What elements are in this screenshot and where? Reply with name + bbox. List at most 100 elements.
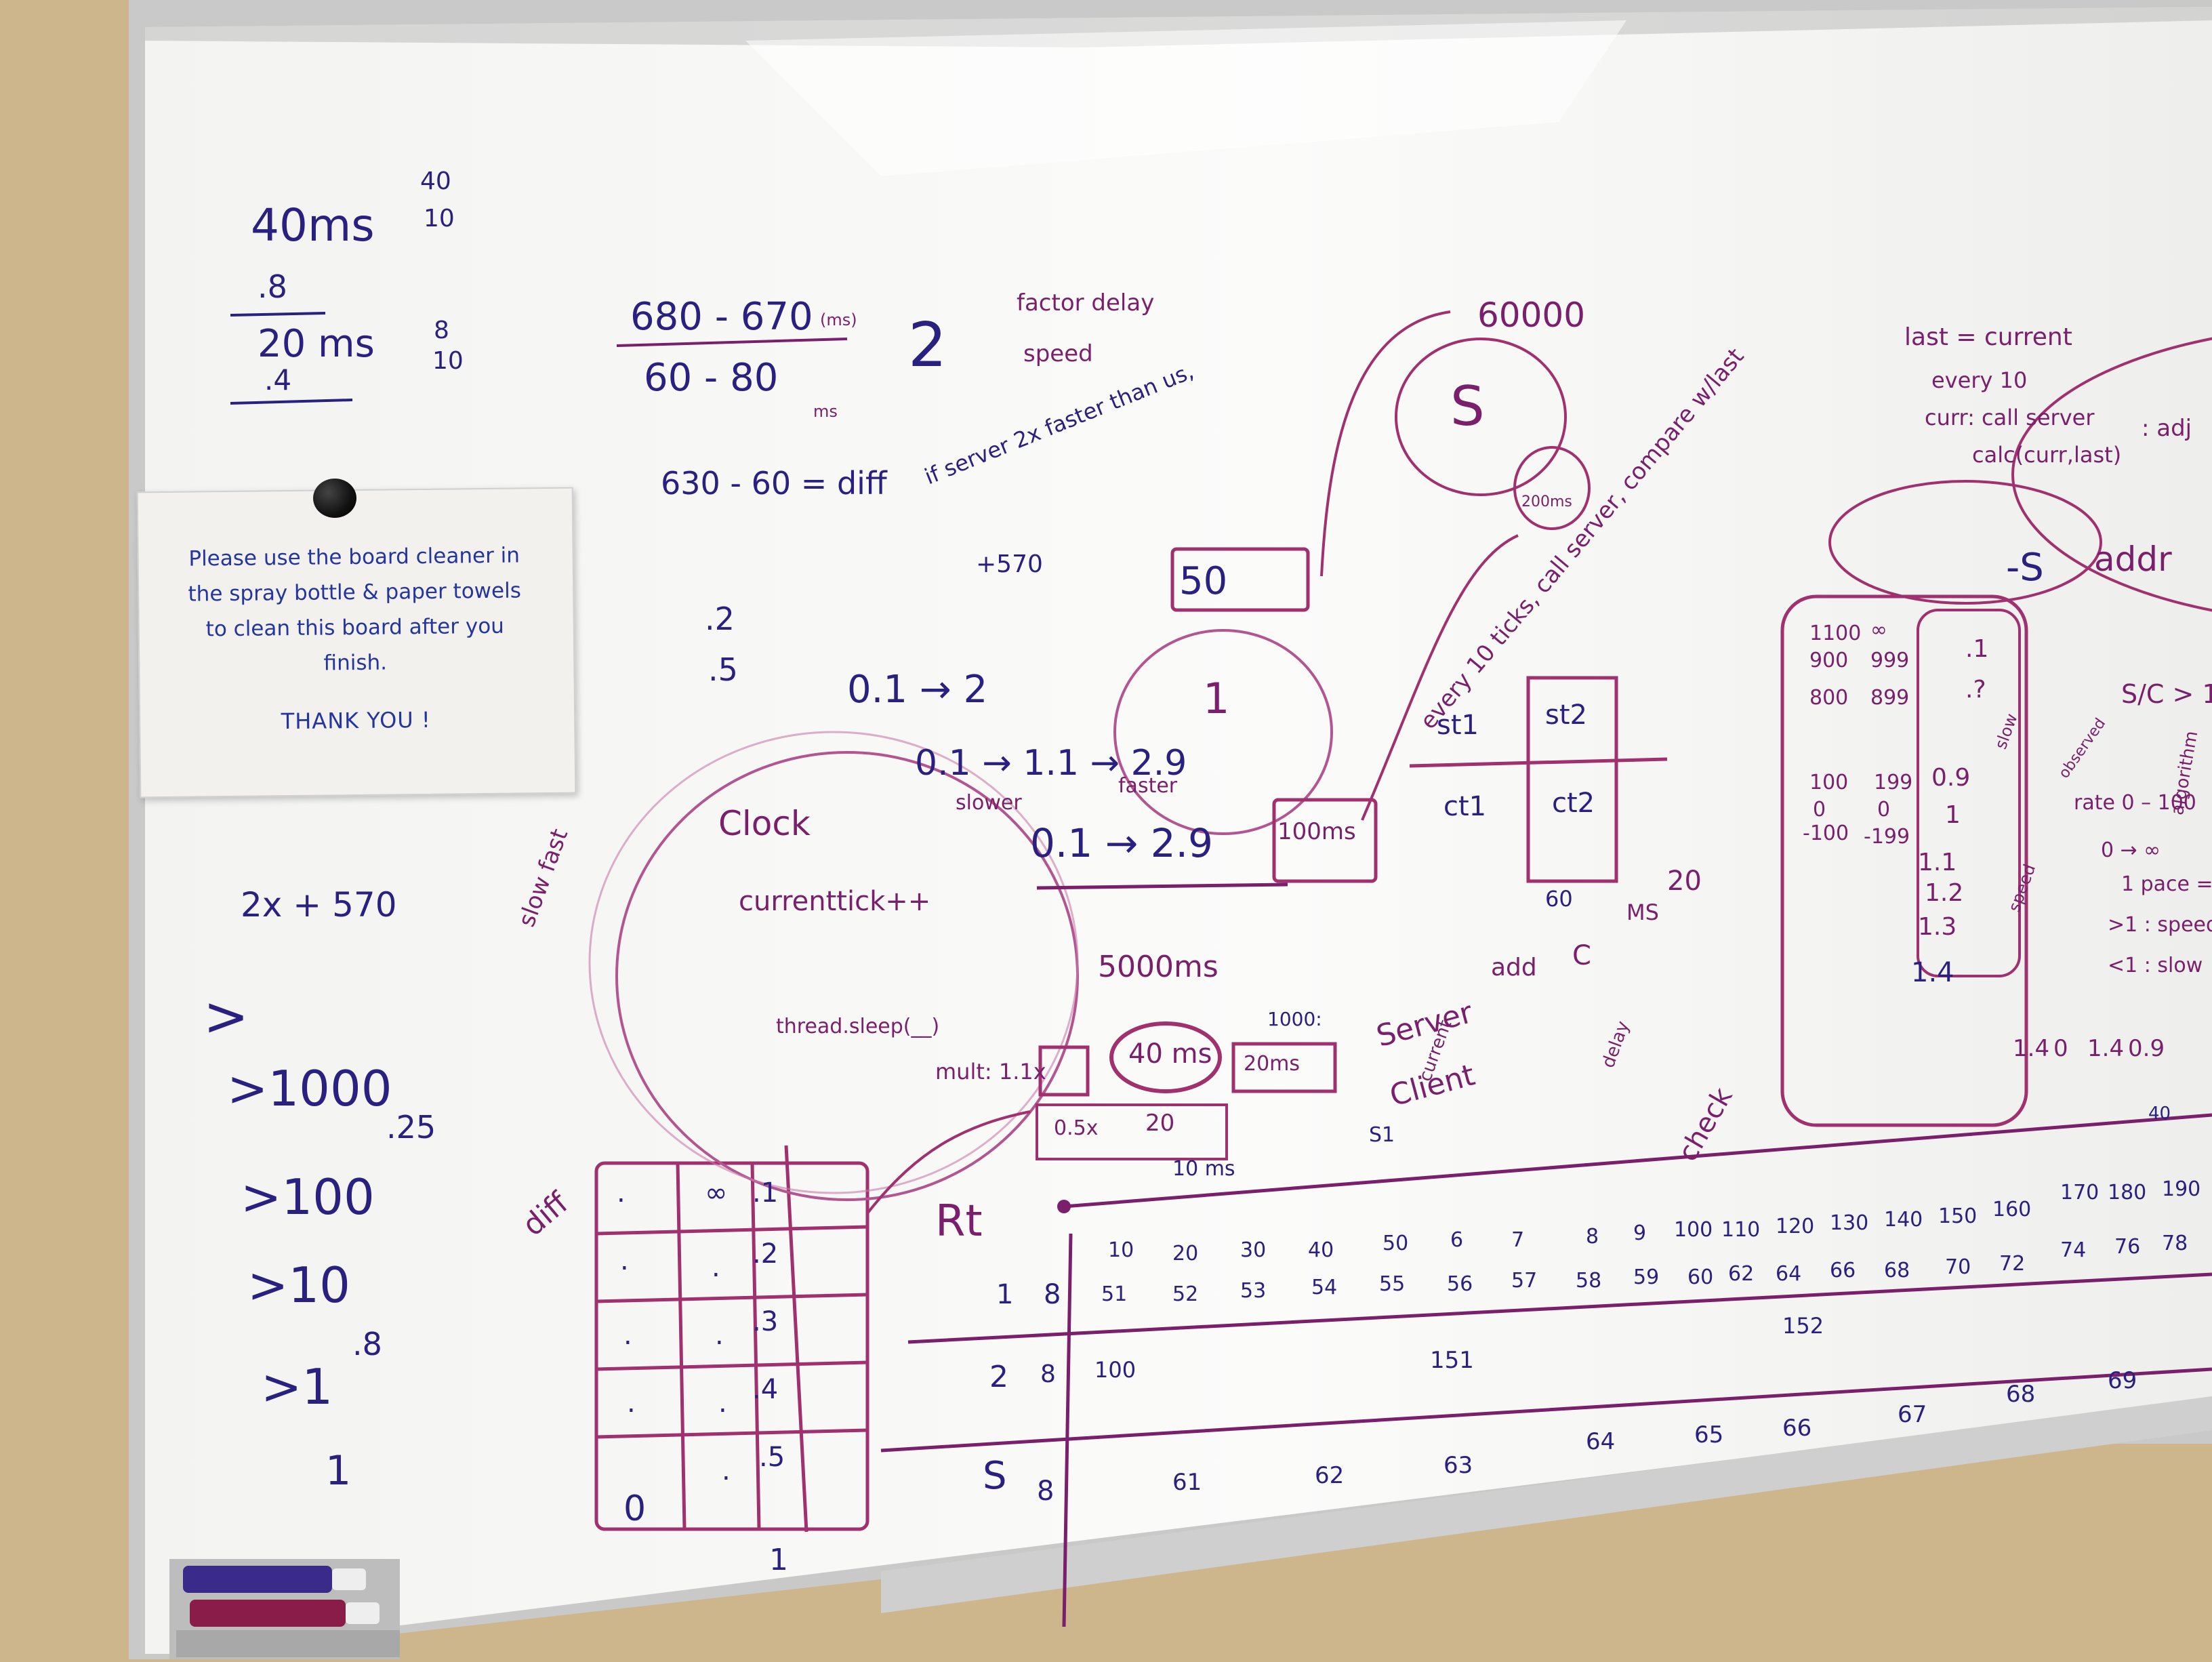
hw-dot2: .2: [705, 601, 735, 637]
hw-currenttick: currenttick++: [739, 886, 931, 917]
hw-frac: 10: [432, 347, 464, 375]
notice-line: finish.: [323, 650, 388, 676]
hw-grid: .1: [752, 1177, 779, 1209]
hw-tl-top: 150: [1938, 1204, 1978, 1228]
hw-rate-05: 0.5x: [1054, 1116, 1099, 1140]
hw-gt: >: [203, 985, 249, 1048]
hw-ms: MS: [1626, 899, 1659, 925]
cleaning-notice: Please use the board cleaner in the spra…: [136, 487, 577, 798]
hw-dot4: .4: [264, 363, 292, 397]
hw-tbl-mid: -199: [1864, 825, 1910, 849]
hw-row1: 74: [2060, 1238, 2087, 1262]
magnet-icon: [313, 479, 356, 518]
hw-row3: 66: [1782, 1415, 1812, 1442]
hw-row1: 60: [1687, 1265, 1714, 1289]
hw-algo: last = current: [1904, 323, 2072, 351]
hw-box20: 20ms: [1244, 1052, 1300, 1076]
hw-grid: ∞: [705, 1177, 728, 1209]
hw-tbl-left: -100: [1803, 822, 1849, 845]
top-rail: [145, 7, 2212, 47]
hw-grid: .3: [752, 1306, 779, 1337]
tick-circle: [1113, 629, 1333, 835]
hw-mult: mult: 1.1x: [935, 1059, 1046, 1085]
hw-grid: .: [718, 1387, 727, 1419]
hw-grid-bottom: 1: [769, 1543, 788, 1577]
hw-box50: 50: [1179, 559, 1228, 603]
hw-tl-top: 10: [1108, 1238, 1134, 1262]
purple-marker-icon: [183, 1566, 332, 1593]
hw-equation: 2x + 570: [241, 885, 397, 925]
hw-algo: calc(curr,last): [1972, 442, 2122, 468]
hw-tbl-right: .?: [1965, 676, 1986, 704]
hw-tbl-right: 1.3: [1918, 913, 1957, 941]
hw-s1: S1: [1369, 1123, 1395, 1147]
hw-box200: 200ms: [1521, 493, 1572, 510]
hw-tbl-mid: 0: [1877, 798, 1891, 822]
hw-seq: 1.4: [2087, 1035, 2125, 1062]
hw-row2: 100: [1094, 1357, 1136, 1383]
hw-40ms: 40ms: [251, 199, 375, 251]
hw-row3-start: 8: [1037, 1476, 1054, 1507]
hw-row3: 67: [1898, 1401, 1927, 1428]
hw-row3: 65: [1694, 1421, 1724, 1448]
hw-row1: 62: [1728, 1262, 1755, 1286]
hw-row1: 68: [1884, 1259, 1910, 1282]
hw-box100: 100ms: [1277, 818, 1356, 845]
hw-s-over-c: S/C > 1: [2121, 679, 2212, 709]
hw-frac: 40: [420, 167, 451, 195]
hw-tl-top: 8: [1586, 1225, 1599, 1249]
magenta-marker-icon: [190, 1600, 346, 1627]
hw-frac: 10: [424, 205, 455, 232]
hw-1-4: 1.4: [1911, 957, 1954, 988]
whiteboard-surface: [145, 7, 2212, 1654]
hw-row2-start: 8: [1040, 1360, 1056, 1388]
hw-grid: .5: [759, 1442, 785, 1473]
notice-line: Please use the board cleaner in: [188, 543, 520, 571]
hw-tbl-left: 100: [1809, 771, 1849, 794]
hw-row1: 72: [1999, 1252, 2026, 1276]
hw-forty: 40: [2148, 1103, 2171, 1124]
hw-faster: faster: [1118, 774, 1178, 798]
hw-seq: 0: [2053, 1035, 2068, 1062]
hw-row1: 51: [1101, 1282, 1128, 1306]
hw-ratio1: 0.1 → 2: [847, 668, 988, 712]
hw-dot25: .25: [386, 1109, 436, 1146]
hw-tl-top: 180: [2108, 1181, 2147, 1204]
hw-row3: 63: [1443, 1452, 1473, 1479]
hw-row1: 54: [1311, 1276, 1338, 1299]
hw-row1: 55: [1379, 1272, 1406, 1296]
hw-tl-top: 170: [2060, 1181, 2100, 1204]
hw-row3: 62: [1315, 1462, 1345, 1489]
hw-grid: .: [620, 1245, 629, 1276]
hw-1000: 1000:: [1267, 1008, 1322, 1030]
hw-tbl-mid: 199: [1874, 771, 1913, 794]
hw-row1: 66: [1830, 1259, 1856, 1282]
hw-numerator: 680 - 670: [630, 295, 813, 339]
hw-s: S: [1450, 375, 1485, 438]
hw-ct1: ct1: [1443, 791, 1487, 822]
hw-addr: addr: [2094, 540, 2172, 579]
hw-row1: 76: [2114, 1235, 2141, 1259]
hw-denominator: 60 - 80: [644, 356, 779, 400]
hw-row1: 59: [1633, 1265, 1660, 1289]
hw-rate-20: 20: [1145, 1110, 1175, 1137]
hw-tbl-left: 800: [1809, 686, 1849, 710]
hw-num-unit: (ms): [820, 310, 857, 329]
glare: [745, 20, 1626, 176]
hw-ratio2: 0.1 → 1.1 → 2.9: [915, 743, 1187, 784]
hw-row1: 78: [2162, 1232, 2188, 1255]
hw-offset: +570: [976, 550, 1043, 578]
notice-line: the spray bottle & paper towels: [188, 578, 522, 607]
hw-gt1000: >1000: [227, 1060, 392, 1117]
hw-st2: st2: [1545, 700, 1587, 731]
hw-ratio3: 0.1 → 2.9: [1030, 820, 1213, 866]
hw-diff: 630 - 60 = diff: [661, 465, 887, 502]
diff-grid: [594, 1145, 869, 1533]
hw-dot8: .8: [258, 268, 287, 305]
hw-st1: st1: [1437, 710, 1479, 741]
hw-grid: .2: [752, 1238, 779, 1270]
hw-row2: 151: [1430, 1347, 1474, 1374]
hw-grid: .: [617, 1177, 626, 1209]
hw-tl-top: 120: [1776, 1215, 1815, 1238]
